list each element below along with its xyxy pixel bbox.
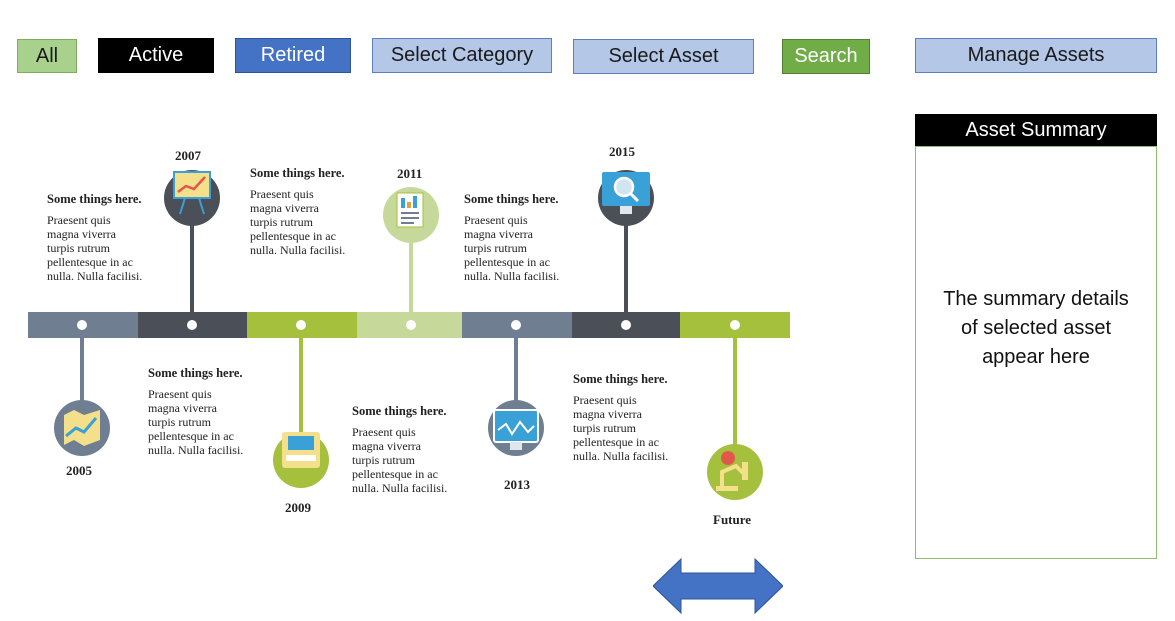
monitor-graph-icon[interactable] [488,400,544,456]
note-body: Praesent quis magna viverra turpis rutru… [250,187,346,257]
report-document-icon[interactable] [383,187,439,243]
year-label-2011: 2011 [397,166,423,181]
magnifier-screen-icon[interactable] [598,170,654,226]
timeline-note-2015: Some things here. Praesent quis magna vi… [573,372,668,463]
robot-arm-icon[interactable] [707,444,763,500]
all-filter-button[interactable]: All [17,39,77,73]
note-heading: Some things here. [250,166,345,180]
note-heading: Some things here. [464,192,559,206]
asset-timeline [28,170,790,500]
year-label-2013: 2013 [504,477,530,492]
timeline-note-2005: Some things here. Praesent quis magna vi… [148,366,243,457]
note-body: Praesent quis magna viverra turpis rutru… [464,213,560,283]
asset-summary-title: Asset Summary [915,114,1157,146]
year-label-2009: 2009 [285,500,311,515]
note-heading: Some things here. [573,372,668,386]
search-button[interactable]: Search [782,39,870,74]
double-arrow-icon[interactable] [653,558,783,614]
map-chart-icon[interactable] [54,400,110,456]
atm-machine-icon[interactable] [273,432,329,488]
note-heading: Some things here. [148,366,243,380]
note-body: Praesent quis magna viverra turpis rutru… [352,425,448,495]
year-label-2015: 2015 [609,144,635,159]
year-label-2005: 2005 [66,463,92,478]
asset-summary-text: The summary details of selected asset ap… [943,288,1129,368]
active-filter-button[interactable]: Active [98,38,214,73]
note-heading: Some things here. [352,404,447,418]
note-body: Praesent quis magna viverra turpis rutru… [148,387,244,457]
timeline-note-2011: Some things here. Praesent quis magna vi… [352,404,447,495]
presentation-board-icon[interactable] [164,170,220,226]
note-heading: Some things here. [47,192,142,206]
timeline-note-2007: Some things here. Praesent quis magna vi… [47,192,142,283]
note-body: Praesent quis magna viverra turpis rutru… [573,393,669,463]
retired-filter-button[interactable]: Retired [235,38,351,73]
year-label-2007: 2007 [175,148,201,163]
year-label-future: Future [713,512,752,527]
note-body: Praesent quis magna viverra turpis rutru… [47,213,143,283]
timeline-note-2009: Some things here. Praesent quis magna vi… [250,166,345,257]
select-category-dropdown[interactable]: Select Category [372,38,552,73]
manage-assets-button[interactable]: Manage Assets [915,38,1157,73]
asset-summary-panel: The summary details of selected asset ap… [915,146,1157,559]
timeline-note-2013: Some things here. Praesent quis magna vi… [464,192,559,283]
select-asset-dropdown[interactable]: Select Asset [573,39,754,74]
